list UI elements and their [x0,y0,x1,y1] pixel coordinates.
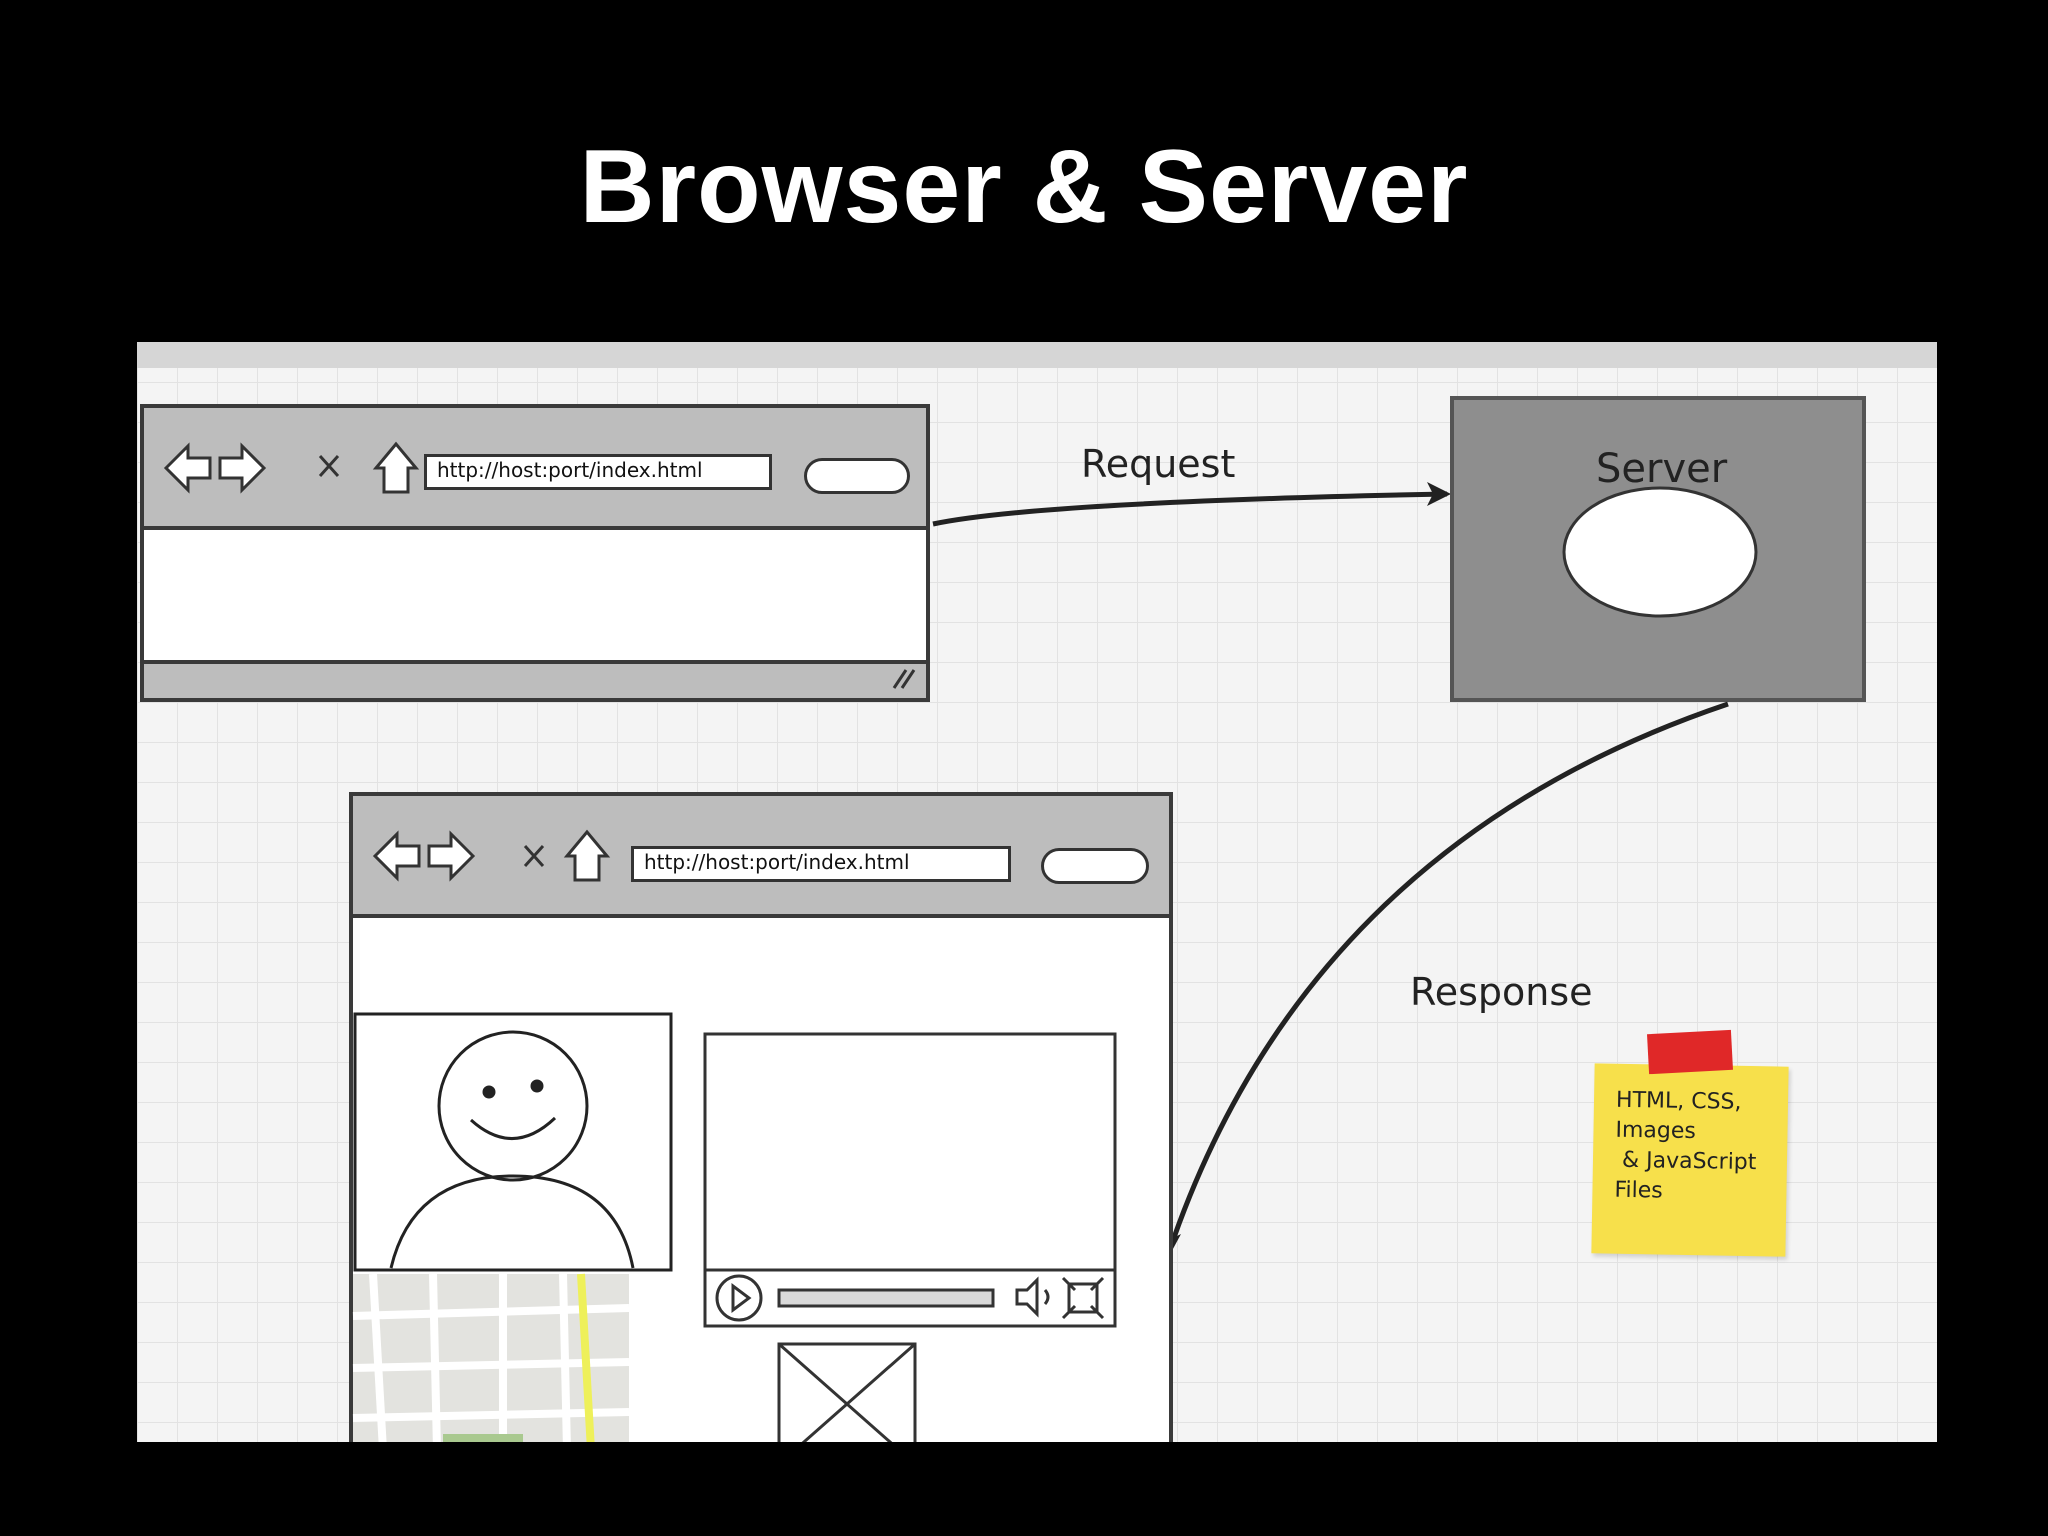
server-ellipse [1562,486,1758,618]
avatar-image [353,1012,673,1272]
home-icon [563,829,611,882]
request-arrow [932,482,1451,527]
server-label: Server [1596,446,1728,492]
address-bar[interactable]: http://host:port/index.html [424,454,772,490]
forward-arrow-icon [218,442,267,494]
browser-window-request: http://host:port/index.html [140,404,930,702]
back-arrow-icon [372,830,421,882]
sticky-tape [1647,1029,1733,1075]
browser-toolbar: http://host:port/index.html [144,408,926,530]
slide-title: Browser & Server [579,129,1469,245]
browser-window-response: http://host:port/index.html [349,792,1173,1442]
diagram-canvas: http://host:port/index.html Request Serv… [137,342,1937,1442]
response-label: Response [1410,970,1593,1014]
home-icon [372,441,420,494]
browser-nav-icons [372,829,1072,882]
sticky-note-text: HTML, CSS, Images & JavaScript Files [1614,1087,1757,1204]
back-arrow-icon [163,442,212,494]
close-icon [523,844,545,868]
request-label: Request [1081,442,1236,486]
fullscreen-icon [1061,1276,1105,1320]
volume-icon [1015,1276,1050,1318]
forward-arrow-icon [427,830,476,882]
image-placeholder-icon [777,1342,917,1442]
browser-statusbar [144,660,926,698]
address-bar[interactable]: http://host:port/index.html [631,846,1011,882]
sticky-note: HTML, CSS, Images & JavaScript Files [1591,1063,1789,1257]
close-icon [318,454,340,478]
server-box: Server [1450,396,1866,702]
search-box[interactable] [1041,848,1149,884]
resize-handle-icon [892,669,916,689]
browser-nav-icons [163,441,834,494]
map-thumbnail [352,1273,630,1442]
browser-toolbar: http://host:port/index.html [353,796,1169,918]
search-box[interactable] [804,458,910,494]
canvas-top-strip [137,342,1937,368]
page-content [352,1012,1117,1442]
video-player [703,1032,1117,1328]
